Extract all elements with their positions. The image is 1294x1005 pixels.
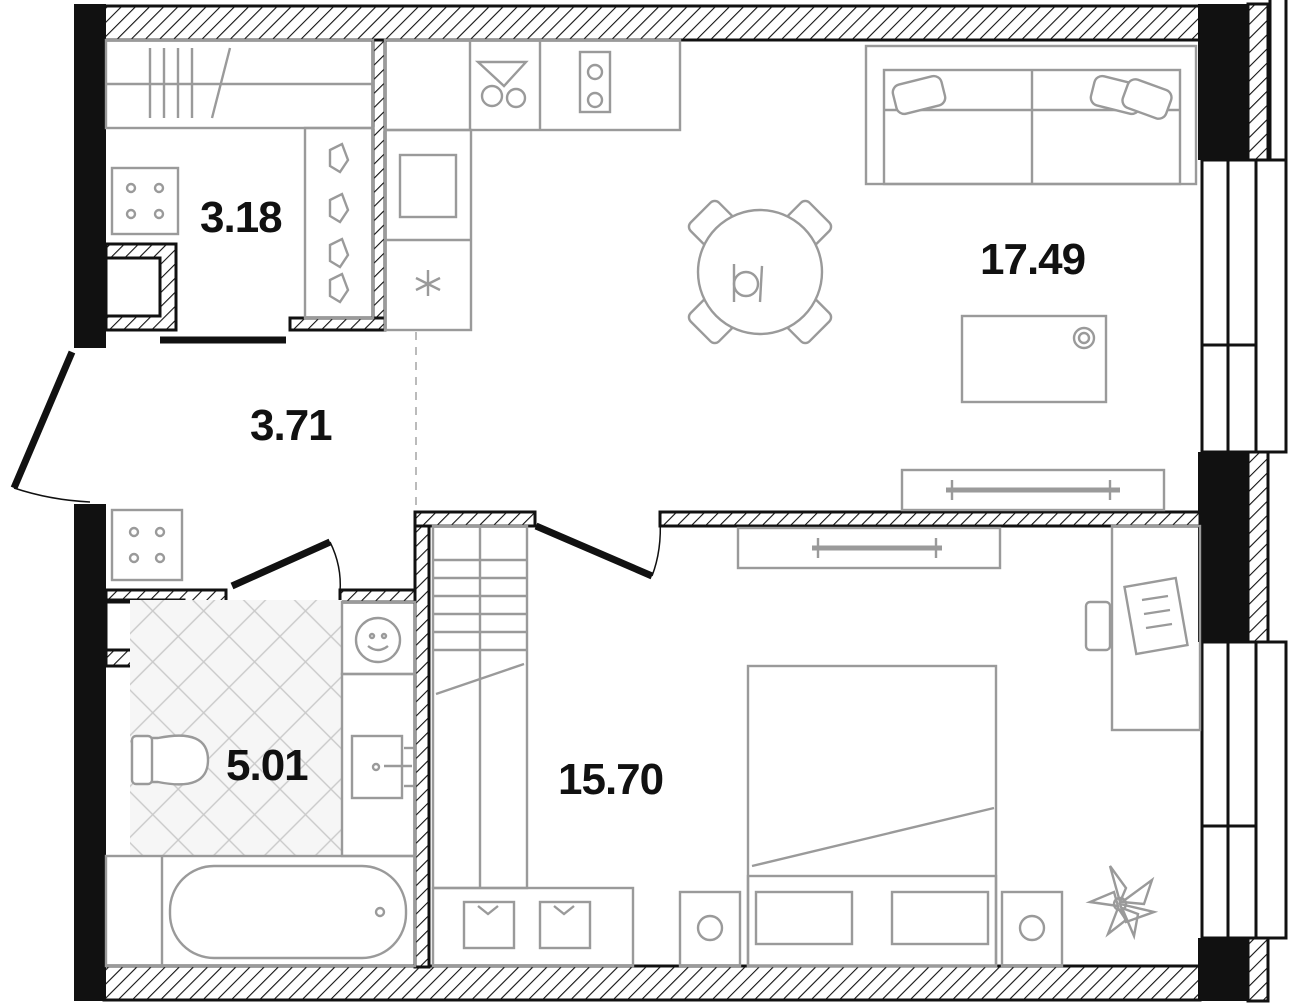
- doors: [10, 336, 662, 593]
- bed: [678, 664, 1064, 968]
- hall-furniture: [110, 508, 184, 582]
- storage-furniture: [104, 38, 375, 320]
- coffee-table: [960, 314, 1108, 404]
- dining-table: [687, 199, 833, 345]
- bathroom-furniture: [104, 600, 417, 968]
- area-label-storage: 3.18: [200, 193, 282, 242]
- sofa: [864, 44, 1198, 186]
- wardrobe: [431, 524, 529, 890]
- area-label-bathroom: 5.01: [226, 741, 308, 790]
- exterior-walls: [74, 0, 1288, 1003]
- plant: [1085, 865, 1159, 941]
- area-label-kitchen-living: 17.49: [980, 235, 1085, 284]
- tv-stand-bedroom: [736, 526, 1002, 570]
- kitchen-furniture: [383, 38, 682, 332]
- desk: [1084, 524, 1202, 732]
- room-labels: 3.18 3.71 17.49 5.01 15.70: [200, 193, 1086, 804]
- dresser: [431, 886, 635, 968]
- tv-stand-living: [900, 468, 1166, 512]
- area-label-hall: 3.71: [250, 401, 332, 450]
- area-label-bedroom: 15.70: [558, 755, 663, 804]
